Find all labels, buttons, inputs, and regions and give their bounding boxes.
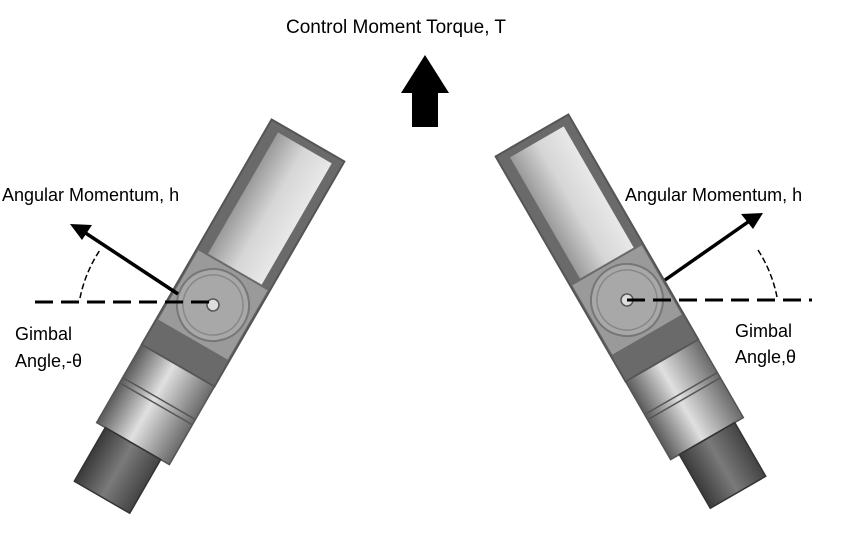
left-gimbal-label-line2: Angle,-θ [15, 351, 83, 371]
left-momentum-arrow [83, 230, 179, 296]
right-gimbal-label-line1: Gimbal [735, 321, 793, 341]
torque-label: Control Moment Torque, T [286, 17, 507, 38]
left-momentum-label: Angular Momentum, h [2, 185, 180, 205]
left-gimbal-angle-arc [79, 249, 101, 299]
left-momentum-arrowhead-icon [70, 224, 92, 240]
right-momentum-arrowhead-icon [741, 213, 763, 229]
right-momentum-label: Angular Momentum, h [625, 185, 803, 205]
right-momentum-arrow [663, 220, 750, 282]
right-gimbal-label-line2: Angle,θ [735, 347, 797, 367]
right-cmg-device [494, 113, 776, 515]
left-gimbal-label-line1: Gimbal [15, 324, 73, 344]
right-gimbal-angle-arc [757, 249, 778, 298]
left-cmg-device [64, 118, 346, 520]
torque-arrow-icon [401, 55, 449, 127]
